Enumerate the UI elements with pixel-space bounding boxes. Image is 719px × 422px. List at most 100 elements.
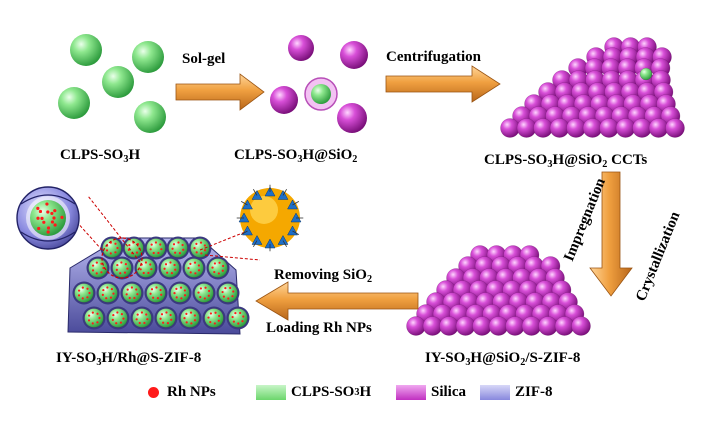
rh-particle xyxy=(195,242,198,245)
rh-particle xyxy=(193,247,196,250)
rh-particle xyxy=(222,295,225,298)
rh-particle xyxy=(142,271,145,275)
silica-sphere xyxy=(571,316,591,336)
silica-sphere xyxy=(488,316,509,336)
rh-particle xyxy=(218,261,221,264)
rh-particle xyxy=(140,311,144,314)
rh-particle xyxy=(154,241,158,244)
rh-particle xyxy=(77,289,81,292)
rh-particle xyxy=(193,319,197,322)
rh-particle xyxy=(105,297,108,300)
rh-particle xyxy=(116,311,119,314)
rh-particle xyxy=(194,272,197,275)
zif8-slab xyxy=(67,195,261,335)
rh-particle xyxy=(171,247,174,250)
rh-particle xyxy=(81,297,84,300)
rh-particle xyxy=(122,317,125,320)
rh-particle xyxy=(213,270,216,274)
silica-sphere xyxy=(554,316,575,336)
rh-particle xyxy=(221,269,224,272)
clps-sphere xyxy=(204,308,224,328)
rh-particle xyxy=(173,263,176,267)
rh-particle xyxy=(203,249,207,252)
silica-sphere xyxy=(406,316,426,336)
rh-particle xyxy=(221,290,224,294)
rh-particle xyxy=(91,322,94,325)
rh-particle xyxy=(193,261,197,264)
clps-sphere xyxy=(228,308,248,328)
rh-particle xyxy=(52,216,56,220)
clps-sphere xyxy=(98,283,118,303)
rh-particle xyxy=(177,241,180,244)
ccts-pyramid xyxy=(500,37,685,138)
rh-particle xyxy=(207,316,210,319)
rh-particle xyxy=(213,262,217,265)
rh-particle xyxy=(50,211,54,216)
silica-sphere xyxy=(505,316,525,336)
rh-particle xyxy=(101,293,104,296)
rh-particle xyxy=(36,206,40,210)
zn-tetrahedron xyxy=(287,199,298,210)
green-swatch-icon xyxy=(256,385,286,400)
rh-particle xyxy=(217,319,220,322)
rh-particle xyxy=(115,322,118,325)
rh-particle xyxy=(139,268,142,271)
silica-sphere xyxy=(455,316,476,336)
rh-particle xyxy=(231,295,234,298)
zoom-inset xyxy=(16,186,80,250)
zn-tetrahedron xyxy=(290,212,302,223)
rh-particle xyxy=(88,291,91,295)
silica-sphere xyxy=(632,118,652,138)
rh-particle xyxy=(185,312,188,315)
rh-particle xyxy=(111,318,114,321)
rh-particle xyxy=(133,296,136,300)
clps-core xyxy=(639,67,653,81)
rh-particle xyxy=(197,264,200,267)
rh-particle xyxy=(169,313,172,317)
rh-particle xyxy=(152,296,155,299)
rh-particle xyxy=(159,243,162,246)
rh-particle xyxy=(145,313,148,316)
rh-particle xyxy=(237,322,240,325)
rh-particle xyxy=(100,262,103,265)
clps-sphere xyxy=(170,283,190,303)
rh-particle xyxy=(199,287,203,290)
rh-particle xyxy=(217,272,220,275)
rh-particle xyxy=(120,313,123,316)
rh-particle xyxy=(110,288,113,291)
rh-particle xyxy=(209,312,213,315)
silica-sphere xyxy=(533,118,553,138)
rh-particle xyxy=(130,286,134,289)
clps-sphere xyxy=(108,308,128,328)
silica-sphere xyxy=(566,118,586,138)
zn-tetrahedron xyxy=(242,199,253,210)
rh-particle xyxy=(159,317,162,320)
arrow-centrifugation xyxy=(385,65,501,103)
arrow-label-removing-sio2: Removing SiO2 xyxy=(274,267,373,285)
arrow-label-solgel: Sol-gel xyxy=(182,51,226,67)
rh-particle xyxy=(242,315,245,318)
clps-sphere xyxy=(146,283,166,303)
rh-particle xyxy=(189,271,192,274)
rh-particle xyxy=(109,252,112,255)
rh-particle xyxy=(147,271,150,275)
rh-particle xyxy=(166,322,170,325)
rh-particle xyxy=(128,243,131,247)
clps-sio2-spheres xyxy=(270,35,368,133)
label-clps-sio2-ccts: CLPS-SO3H@SiO2 CCTs xyxy=(484,152,648,170)
zn-tetrahedron xyxy=(277,235,289,245)
rh-particle xyxy=(86,296,89,299)
rh-particle xyxy=(213,322,216,325)
clps-sphere xyxy=(184,258,204,278)
rh-particle xyxy=(112,292,115,295)
arrow-label-centrifugation: Centrifugation xyxy=(386,49,481,65)
rh-particle xyxy=(116,263,119,267)
rh-particle xyxy=(46,210,50,214)
rh-particle xyxy=(125,293,128,296)
zoom-circle xyxy=(101,237,143,279)
silica-sphere xyxy=(439,316,459,336)
rh-particle xyxy=(207,294,210,297)
rh-particle xyxy=(149,292,152,295)
